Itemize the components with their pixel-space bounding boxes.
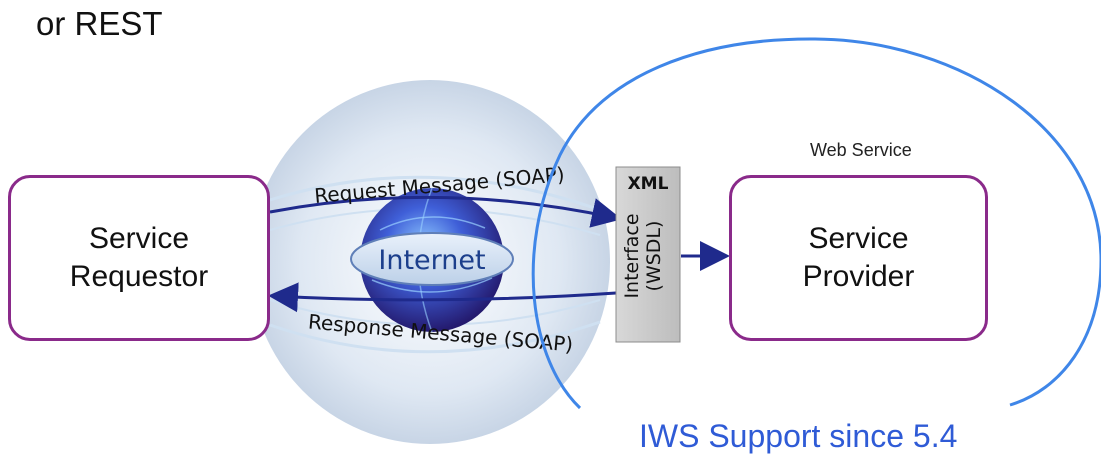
provider-line-1: Service: [808, 222, 909, 255]
interface-bar: [615, 166, 681, 343]
internet-label: Internet: [378, 245, 485, 276]
service-requestor-box: Service Requestor: [8, 175, 270, 341]
wsdl-label: (WSDL): [643, 221, 665, 292]
interface-label: Interface: [621, 213, 643, 298]
iws-support-caption: IWS Support since 5.4: [639, 418, 958, 454]
xml-label: XML: [628, 174, 669, 194]
web-service-circle: [531, 37, 1101, 410]
response-arrow: [268, 282, 617, 313]
provider-line-2: Provider: [802, 260, 915, 293]
internet-pill: [350, 232, 514, 286]
requestor-line-2: Requestor: [69, 260, 209, 293]
web-service-label: Web Service: [810, 140, 912, 160]
request-arrow: [269, 195, 622, 228]
requestor-line-1: Service: [88, 222, 190, 255]
header-text: or REST: [36, 5, 163, 42]
service-provider-box: Service Provider: [729, 175, 988, 341]
